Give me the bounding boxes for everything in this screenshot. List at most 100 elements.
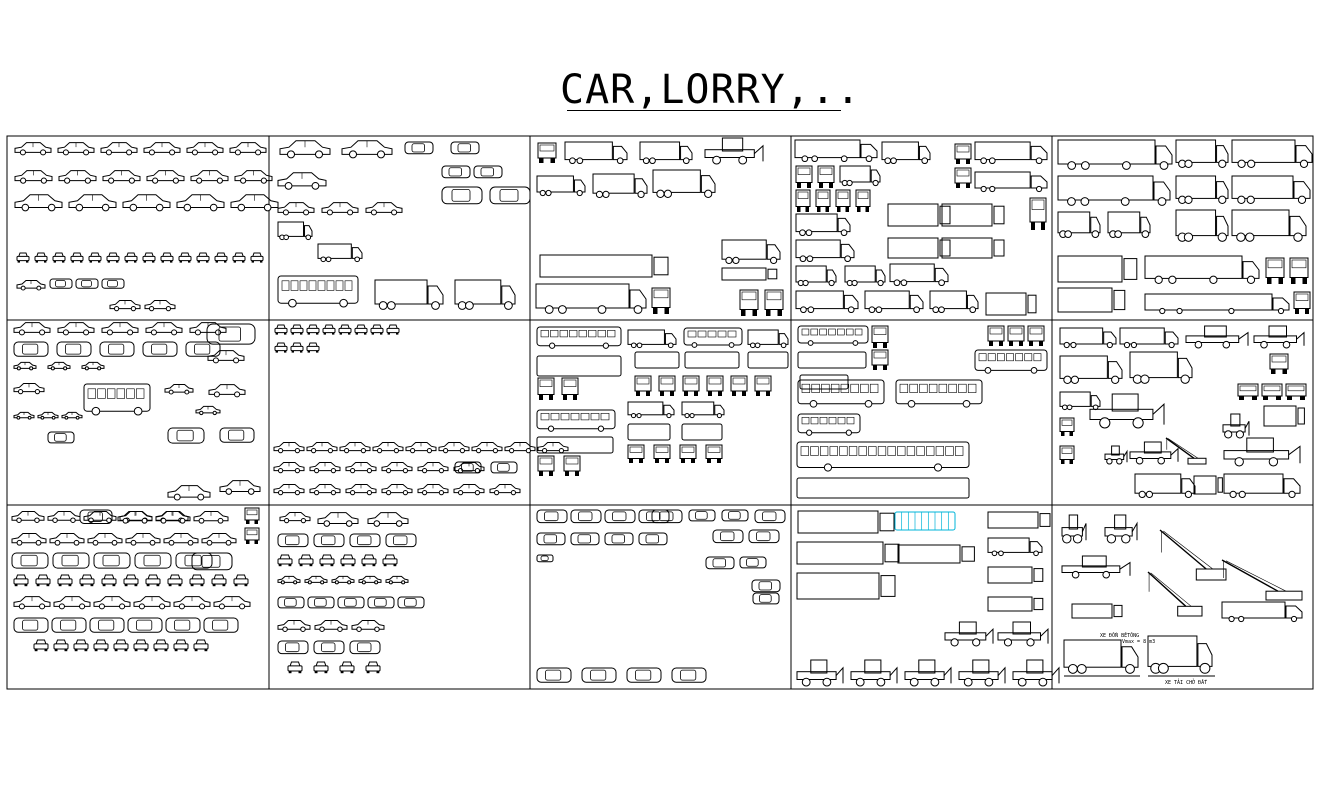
car-front-block bbox=[57, 574, 73, 587]
truck-front-block bbox=[815, 189, 831, 212]
truck-front-block bbox=[1059, 445, 1075, 464]
truck-side-block bbox=[1059, 355, 1123, 384]
truck-front-block bbox=[653, 444, 671, 463]
truck-side-block bbox=[1223, 473, 1301, 499]
car-front-block bbox=[313, 661, 329, 674]
truck-front-block bbox=[634, 375, 652, 396]
car-plan-block bbox=[536, 532, 566, 546]
car-side-block bbox=[58, 170, 97, 184]
trailer-plan-block bbox=[887, 237, 951, 259]
car-plan-block bbox=[277, 640, 309, 655]
car-side-block bbox=[365, 202, 403, 216]
truck-front-block bbox=[627, 444, 645, 463]
car-plan-block bbox=[313, 640, 345, 655]
car-side-block bbox=[277, 172, 327, 190]
car-plan-block bbox=[490, 461, 518, 474]
car-plan-block bbox=[51, 617, 87, 633]
car-plan-block bbox=[127, 617, 163, 633]
car-side-block bbox=[145, 322, 183, 336]
truck-side-block bbox=[681, 401, 725, 419]
car-side-block bbox=[163, 533, 199, 546]
truck-side-block bbox=[592, 173, 648, 199]
truck-front-block bbox=[658, 375, 676, 396]
construction-machine-block bbox=[1104, 445, 1128, 465]
panel-contents bbox=[11, 137, 1313, 687]
car-plan-block bbox=[441, 165, 471, 179]
trailer-plan-block bbox=[1057, 287, 1126, 313]
car-front-block bbox=[113, 639, 129, 652]
car-front-block bbox=[145, 574, 161, 587]
title-underline bbox=[567, 110, 841, 111]
car-plan-block bbox=[99, 341, 135, 357]
car-side-block bbox=[504, 441, 536, 454]
car-side-block bbox=[143, 142, 181, 156]
panel-1-4 bbox=[794, 139, 1048, 316]
car-front-block bbox=[361, 554, 377, 567]
truck-front-block bbox=[679, 444, 697, 463]
car-plan-block bbox=[219, 427, 255, 443]
car-side-block bbox=[339, 441, 371, 454]
construction-machine-block bbox=[704, 137, 764, 165]
car-front-block bbox=[70, 252, 84, 263]
car-front-block bbox=[33, 639, 49, 652]
panel-3-4 bbox=[796, 510, 1060, 687]
crane-block bbox=[1159, 529, 1227, 581]
construction-machine-block bbox=[1061, 555, 1131, 579]
car-front-block bbox=[124, 252, 138, 263]
car-plan-block bbox=[489, 186, 531, 205]
construction-machine-block bbox=[904, 659, 952, 687]
car-plan-block bbox=[748, 529, 780, 544]
car-side-block bbox=[273, 483, 305, 496]
panel-3-1 bbox=[11, 507, 260, 652]
truck-side-block bbox=[1063, 639, 1139, 674]
car-front-block bbox=[290, 342, 304, 353]
trailer-plan-block bbox=[1071, 603, 1123, 619]
car-side-block bbox=[164, 383, 194, 395]
truck-side-block bbox=[795, 239, 855, 263]
car-plan-block bbox=[349, 640, 381, 655]
car-plan-block bbox=[313, 533, 345, 548]
truck-front-block bbox=[1059, 417, 1075, 436]
truck-side-block bbox=[536, 175, 586, 197]
truck-front-block bbox=[244, 507, 260, 524]
bus-plan-block bbox=[796, 477, 970, 499]
car-plan-block bbox=[450, 141, 480, 155]
car-side-block bbox=[122, 194, 171, 212]
car-side-block bbox=[53, 596, 91, 610]
car-side-block bbox=[277, 620, 311, 632]
car-front-block bbox=[338, 324, 352, 335]
truck-side-block bbox=[747, 329, 789, 349]
truck-side-block bbox=[794, 139, 878, 163]
car-plan-block bbox=[441, 186, 483, 205]
truck-side-block bbox=[1134, 473, 1196, 499]
car-side-block bbox=[13, 361, 37, 371]
car-front-block bbox=[298, 554, 314, 567]
car-front-block bbox=[35, 574, 51, 587]
truck-side-block bbox=[1144, 255, 1260, 284]
construction-machine-block bbox=[796, 659, 844, 687]
truck-front-block bbox=[537, 455, 555, 476]
car-side-block bbox=[219, 480, 261, 495]
panel-2-1 bbox=[13, 322, 261, 501]
construction-machine-block bbox=[958, 659, 1006, 687]
car-side-block bbox=[49, 533, 85, 546]
trailer-plan-block bbox=[887, 203, 951, 227]
truck-front-block bbox=[1027, 325, 1045, 346]
car-front-block bbox=[142, 252, 156, 263]
car-side-block bbox=[321, 202, 359, 216]
car-side-block bbox=[367, 512, 409, 527]
truck-front-block bbox=[987, 325, 1005, 346]
bus-side-block bbox=[683, 327, 743, 348]
truck-side-block bbox=[881, 141, 931, 165]
bus-plan-block bbox=[684, 351, 740, 369]
bus-side-block bbox=[277, 275, 359, 308]
truck-front-block bbox=[537, 142, 557, 163]
car-side-block bbox=[57, 322, 95, 336]
car-side-block bbox=[155, 511, 191, 524]
car-plan-block bbox=[134, 552, 172, 569]
truck-front-block bbox=[795, 165, 813, 188]
car-side-block bbox=[13, 382, 45, 395]
concrete-mixer-volume: Vmax = 8 m3 bbox=[1122, 639, 1155, 645]
car-plan-block bbox=[337, 596, 365, 609]
